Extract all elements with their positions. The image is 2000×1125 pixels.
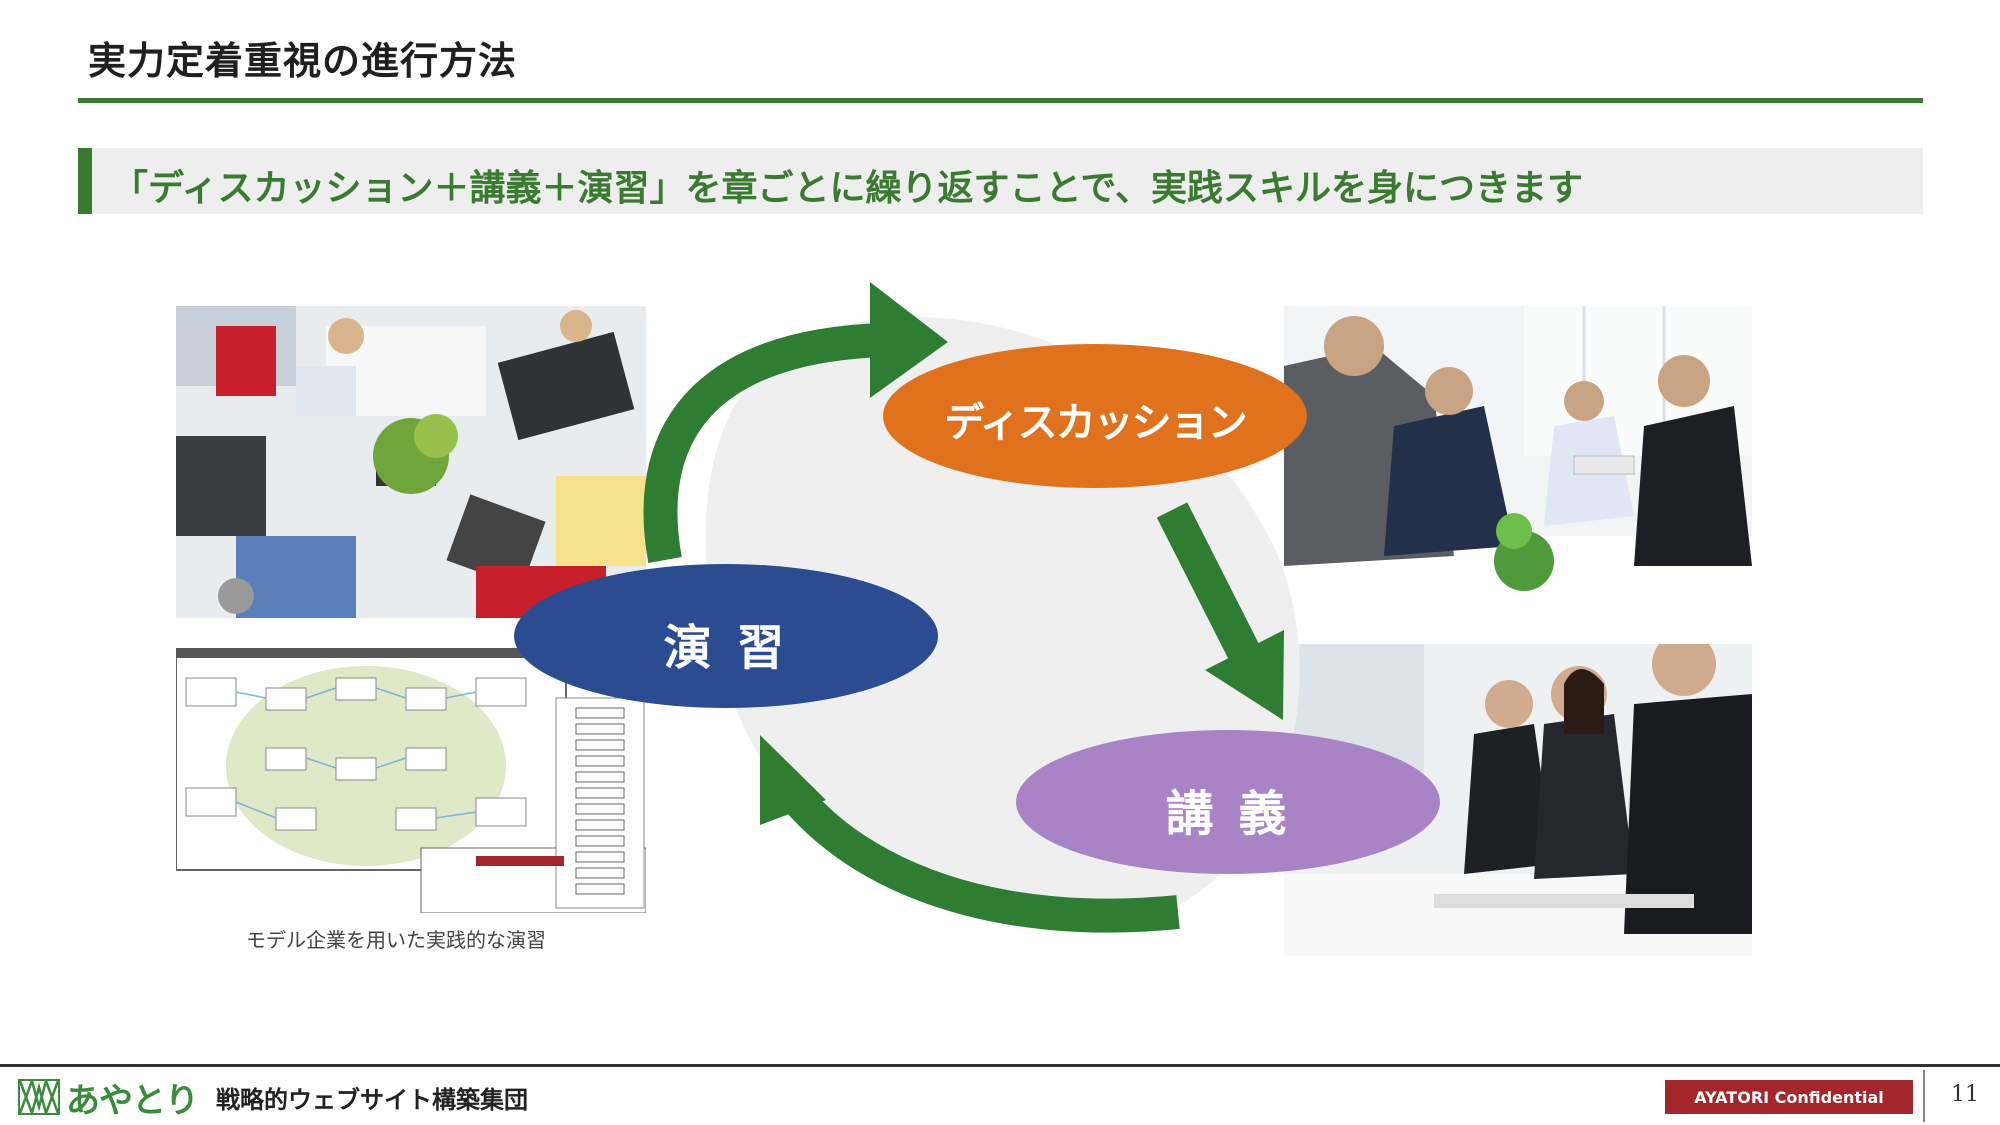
arrow-lecture-to-exercise: [776, 779, 1180, 933]
footer-divider: [0, 1064, 2000, 1067]
photo-team-overhead: [176, 306, 646, 618]
arrow-exercise-to-discussion: [643, 323, 886, 563]
banner-text: 「ディスカッション＋講義＋演習」を章ごとに繰り返すことで、実践スキルを身につきま…: [112, 168, 1583, 209]
footer-tagline: 戦略的ウェブサイト構築集団: [216, 1085, 528, 1114]
discussion-label: ディスカッション: [944, 400, 1247, 446]
arrow-head-to-exercise: [760, 735, 826, 825]
arrow-head-to-discussion: [870, 282, 948, 398]
lecture-ellipse: [1016, 730, 1440, 874]
lecture-label: 講 義: [1165, 786, 1291, 842]
photo-caption: モデル企業を用いた実践的な演習: [246, 928, 546, 952]
arrow-discussion-to-lecture: [1156, 502, 1264, 668]
banner-accent-bar: [78, 148, 92, 214]
exercise-label: 演 習: [663, 620, 789, 676]
page-title: 実力定着重視の進行方法: [88, 39, 518, 83]
title-divider: [78, 98, 1923, 103]
arrow-head-to-lecture: [1205, 630, 1284, 720]
exercise-ellipse: [514, 564, 938, 708]
page-number: 11: [1951, 1082, 1979, 1107]
footer-brand-name: あやとり: [66, 1080, 199, 1121]
photo-meeting-discussion: [1284, 306, 1752, 618]
photo-model-diagram: [176, 648, 646, 913]
footer-page-divider: [1923, 1070, 1925, 1122]
confidential-badge: AYATORI Confidential: [1665, 1080, 1913, 1114]
footer-brand: あやとり 戦略的ウェブサイト構築集団: [18, 1076, 528, 1121]
subtitle-banner: 「ディスカッション＋講義＋演習」を章ごとに繰り返すことで、実践スキルを身につきま…: [78, 148, 1923, 214]
discussion-ellipse: [883, 344, 1307, 488]
ayatori-logo-icon: [18, 1076, 60, 1118]
